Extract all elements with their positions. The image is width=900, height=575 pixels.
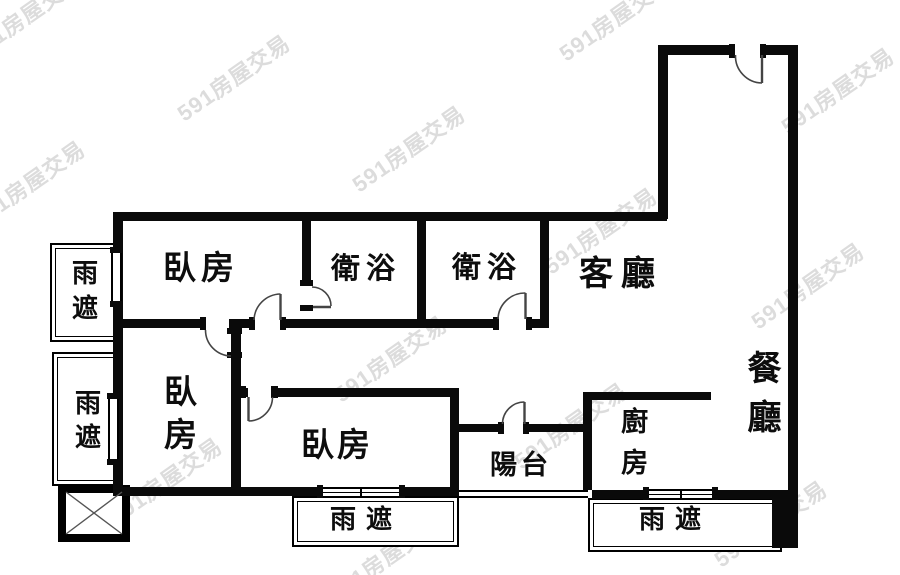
window-cap (317, 485, 323, 498)
wall-hall-4 (526, 319, 549, 328)
wall-bedroom3-top (276, 388, 459, 397)
wall-right (788, 45, 798, 548)
watermark: 591房屋交易 (0, 136, 90, 233)
wall-hall-1 (113, 319, 206, 328)
door-jamb (493, 317, 499, 330)
window-pane-divider (360, 489, 362, 496)
window-balcony-railing (459, 490, 588, 498)
window-cap (110, 247, 123, 253)
wall-left (113, 212, 123, 496)
wall-entry-left (658, 45, 668, 219)
room-label-bathroom-1: 衛浴 (330, 253, 402, 285)
rain-shelter-inner-border (297, 501, 454, 542)
door-jamb (300, 305, 313, 311)
window-kitchen-bottom (648, 489, 713, 500)
room-label-bathroom-2: 衛浴 (451, 252, 523, 284)
watermark: 591房屋交易 (0, 0, 87, 65)
door-jamb (271, 386, 278, 398)
wall-hall-2 (229, 319, 253, 328)
door-jamb (200, 317, 206, 330)
wall-bedroom3-right (450, 388, 459, 496)
door-jamb (280, 317, 286, 330)
wall-bedroom2-bedroom3-divider (231, 330, 241, 492)
door-jamb (239, 386, 246, 398)
shelter-label-left-upper: 雨遮 (68, 259, 98, 329)
bathroom1-door-arc (311, 286, 332, 307)
rain-shelter-box-bottom-middle (292, 496, 459, 547)
shelter-label-bottom-middle: 雨遮 (329, 505, 403, 534)
rain-shelter-box-left-upper (50, 243, 119, 342)
room-label-bedroom-1: 臥房 (163, 251, 239, 287)
door-jamb (300, 280, 313, 286)
door-leaf-cap (227, 328, 242, 334)
wall-balcony-top-right (527, 424, 592, 432)
wall-bottom-right-corner (772, 490, 790, 548)
door-leaf-cap (227, 352, 242, 358)
window-bedroom3-bottom (322, 487, 400, 498)
window-bedroom1-left (111, 253, 122, 301)
wall-hall-3 (280, 319, 498, 328)
window-bedroom2-left (108, 399, 119, 459)
wall-bottom-bedrooms (113, 487, 458, 496)
door-jamb (249, 317, 255, 330)
wall-bedroom1-bath1-divider (302, 221, 311, 283)
wall-kitchen-top (588, 392, 711, 400)
shelter-label-left-lower: 雨遮 (71, 389, 101, 457)
window-cap (107, 393, 120, 399)
room-label-living-room: 客廳 (579, 256, 663, 293)
shelter-label-bottom-right: 雨遮 (638, 505, 712, 534)
window-cap (107, 459, 120, 465)
wall-balcony-top-left (459, 424, 503, 432)
window-pane-divider (679, 491, 682, 498)
watermark: 591房屋交易 (172, 30, 295, 127)
room-label-bedroom-3: 臥房 (301, 428, 373, 464)
window-cap (712, 487, 718, 500)
window-cap (110, 301, 123, 307)
room-label-kitchen: 廚房 (617, 407, 648, 489)
door-jamb (729, 44, 735, 58)
wall-kitchen-left (583, 392, 592, 490)
wall-bath2-living-divider (540, 221, 549, 328)
wall-entry-top-left (658, 45, 735, 55)
window-cap (643, 487, 649, 500)
watermark: 591房屋交易 (746, 238, 869, 335)
bathroom2-door-arc (497, 292, 526, 320)
door-jamb (498, 422, 504, 434)
bedroom3-door-arc (248, 396, 274, 422)
door-jamb (523, 422, 529, 434)
entry-door-arc (734, 54, 763, 84)
wall-bath1-bath2-divider (417, 221, 426, 328)
room-label-balcony: 陽台 (490, 450, 552, 480)
wall-entry-top-right (760, 45, 798, 55)
room-label-dining-room: 餐廳 (742, 350, 780, 448)
door-jamb (760, 44, 766, 58)
wall-top-main (113, 212, 667, 221)
bedroom1-door-arc (253, 293, 281, 321)
watermark: 591房屋交易 (347, 101, 470, 198)
door-jamb (526, 317, 532, 330)
room-label-bedroom-2: 臥房 (158, 374, 195, 460)
window-cap (399, 485, 405, 498)
balcony-door-arc (501, 401, 525, 425)
